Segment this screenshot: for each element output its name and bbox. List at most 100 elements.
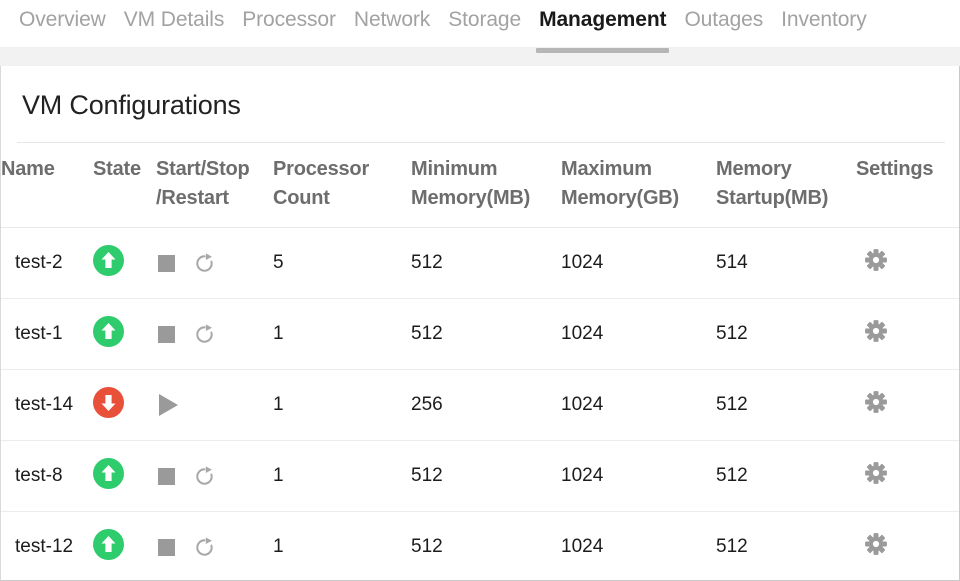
control-button-group bbox=[156, 394, 273, 416]
control-button-group bbox=[156, 465, 273, 488]
cell-settings bbox=[856, 369, 959, 441]
stop-square-icon[interactable] bbox=[158, 467, 175, 485]
column-header-startup-line1: Memory bbox=[716, 158, 792, 180]
table-header-row: Name State Start/Stop /Restart Processor… bbox=[1, 143, 959, 228]
column-header-max-line2: Memory(GB) bbox=[561, 187, 680, 209]
tab-management[interactable]: Management bbox=[530, 4, 675, 53]
vm-configurations-card: VM Configurations Name State Start/Stop … bbox=[0, 66, 960, 581]
cell-processor-count: 1 bbox=[273, 511, 411, 580]
tab-processor[interactable]: Processor bbox=[242, 8, 336, 31]
cell-maximum-memory: 1024 bbox=[561, 511, 716, 580]
column-header-minimum-memory[interactable]: Minimum Memory(MB) bbox=[411, 143, 561, 228]
tab-vm-details[interactable]: VM Details bbox=[123, 8, 225, 31]
stop-square-icon[interactable] bbox=[158, 254, 175, 272]
column-header-proc-line1: Processor bbox=[273, 158, 370, 180]
tab-network[interactable]: Network bbox=[353, 8, 431, 31]
play-triangle-icon[interactable] bbox=[158, 394, 178, 416]
cell-maximum-memory: 1024 bbox=[561, 440, 716, 512]
cell-maximum-memory: 1024 bbox=[561, 369, 716, 441]
arrow-up-circle-green-icon[interactable] bbox=[93, 528, 124, 560]
cell-state bbox=[93, 440, 156, 512]
restart-icon[interactable] bbox=[193, 323, 216, 346]
cell-settings bbox=[856, 511, 959, 580]
column-header-maximum-memory[interactable]: Maximum Memory(GB) bbox=[561, 143, 716, 228]
stop-square-shape bbox=[158, 325, 175, 343]
restart-icon[interactable] bbox=[193, 465, 216, 488]
stop-square-shape bbox=[158, 467, 175, 485]
cell-processor-count: 5 bbox=[273, 227, 411, 299]
cell-processor-count: 1 bbox=[273, 369, 411, 441]
arrow-up-circle-green-icon[interactable] bbox=[93, 315, 124, 347]
column-header-min-line1: Minimum bbox=[411, 158, 498, 180]
stop-square-shape bbox=[158, 254, 175, 272]
gear-icon[interactable] bbox=[864, 390, 888, 414]
cell-memory-startup: 512 bbox=[716, 440, 856, 512]
column-header-max-line1: Maximum bbox=[561, 158, 652, 180]
cell-controls bbox=[156, 369, 273, 441]
cell-state bbox=[93, 298, 156, 370]
cell-vm-name: test-12 bbox=[1, 511, 93, 580]
column-header-min-line2: Memory(MB) bbox=[411, 187, 531, 209]
cell-minimum-memory: 256 bbox=[411, 369, 561, 441]
cell-memory-startup: 514 bbox=[716, 227, 856, 299]
cell-vm-name: test-2 bbox=[1, 227, 93, 299]
gear-icon[interactable] bbox=[864, 319, 888, 343]
cell-controls bbox=[156, 511, 273, 580]
column-header-state[interactable]: State bbox=[93, 158, 141, 180]
tab-separator-band bbox=[0, 47, 960, 66]
column-header-name[interactable]: Name bbox=[1, 158, 55, 180]
stop-square-icon[interactable] bbox=[158, 538, 175, 556]
table-header: Name State Start/Stop /Restart Processor… bbox=[1, 143, 959, 228]
gear-icon[interactable] bbox=[864, 461, 888, 485]
column-header-memory-startup[interactable]: Memory Startup(MB) bbox=[716, 143, 856, 228]
control-button-group bbox=[156, 536, 273, 559]
tab-outages[interactable]: Outages bbox=[684, 8, 764, 31]
tab-overview[interactable]: Overview bbox=[19, 8, 106, 31]
cell-vm-name: test-8 bbox=[1, 440, 93, 512]
control-button-group bbox=[156, 252, 273, 275]
cell-vm-name: test-1 bbox=[1, 298, 93, 370]
column-header-control[interactable]: Start/Stop /Restart bbox=[156, 143, 273, 228]
arrow-up-circle-green-icon[interactable] bbox=[93, 457, 124, 489]
vm-configurations-table: Name State Start/Stop /Restart Processor… bbox=[1, 143, 959, 580]
column-header-control-line2: /Restart bbox=[156, 187, 229, 209]
tab-bar: Overview VM Details Processor Network Storag… bbox=[0, 0, 960, 53]
cell-controls bbox=[156, 440, 273, 512]
restart-icon[interactable] bbox=[193, 252, 216, 275]
cell-state bbox=[93, 227, 156, 299]
play-triangle-shape bbox=[159, 394, 178, 416]
cell-minimum-memory: 512 bbox=[411, 511, 561, 580]
cell-maximum-memory: 1024 bbox=[561, 298, 716, 370]
restart-icon[interactable] bbox=[193, 536, 216, 559]
cell-settings bbox=[856, 298, 959, 370]
cell-vm-name: test-14 bbox=[1, 369, 93, 441]
column-header-processor-count[interactable]: Processor Count bbox=[273, 143, 411, 228]
column-header-proc-line2: Count bbox=[273, 187, 330, 209]
page-title: VM Configurations bbox=[22, 90, 241, 120]
cell-controls bbox=[156, 298, 273, 370]
cell-minimum-memory: 512 bbox=[411, 227, 561, 299]
column-header-settings[interactable]: Settings bbox=[856, 158, 934, 180]
cell-minimum-memory: 512 bbox=[411, 440, 561, 512]
control-button-group bbox=[156, 323, 273, 346]
cell-state bbox=[93, 511, 156, 580]
tab-inventory[interactable]: Inventory bbox=[781, 8, 867, 31]
cell-settings bbox=[856, 440, 959, 512]
cell-settings bbox=[856, 227, 959, 299]
arrow-down-circle-red-icon[interactable] bbox=[93, 386, 124, 418]
gear-icon[interactable] bbox=[864, 248, 888, 272]
cell-memory-startup: 512 bbox=[716, 298, 856, 370]
cell-processor-count: 1 bbox=[273, 440, 411, 512]
tab-storage[interactable]: Storage bbox=[448, 8, 522, 31]
title-divider bbox=[17, 142, 945, 143]
arrow-up-circle-green-icon[interactable] bbox=[93, 244, 124, 276]
gear-icon[interactable] bbox=[864, 532, 888, 556]
stop-square-icon[interactable] bbox=[158, 325, 175, 343]
